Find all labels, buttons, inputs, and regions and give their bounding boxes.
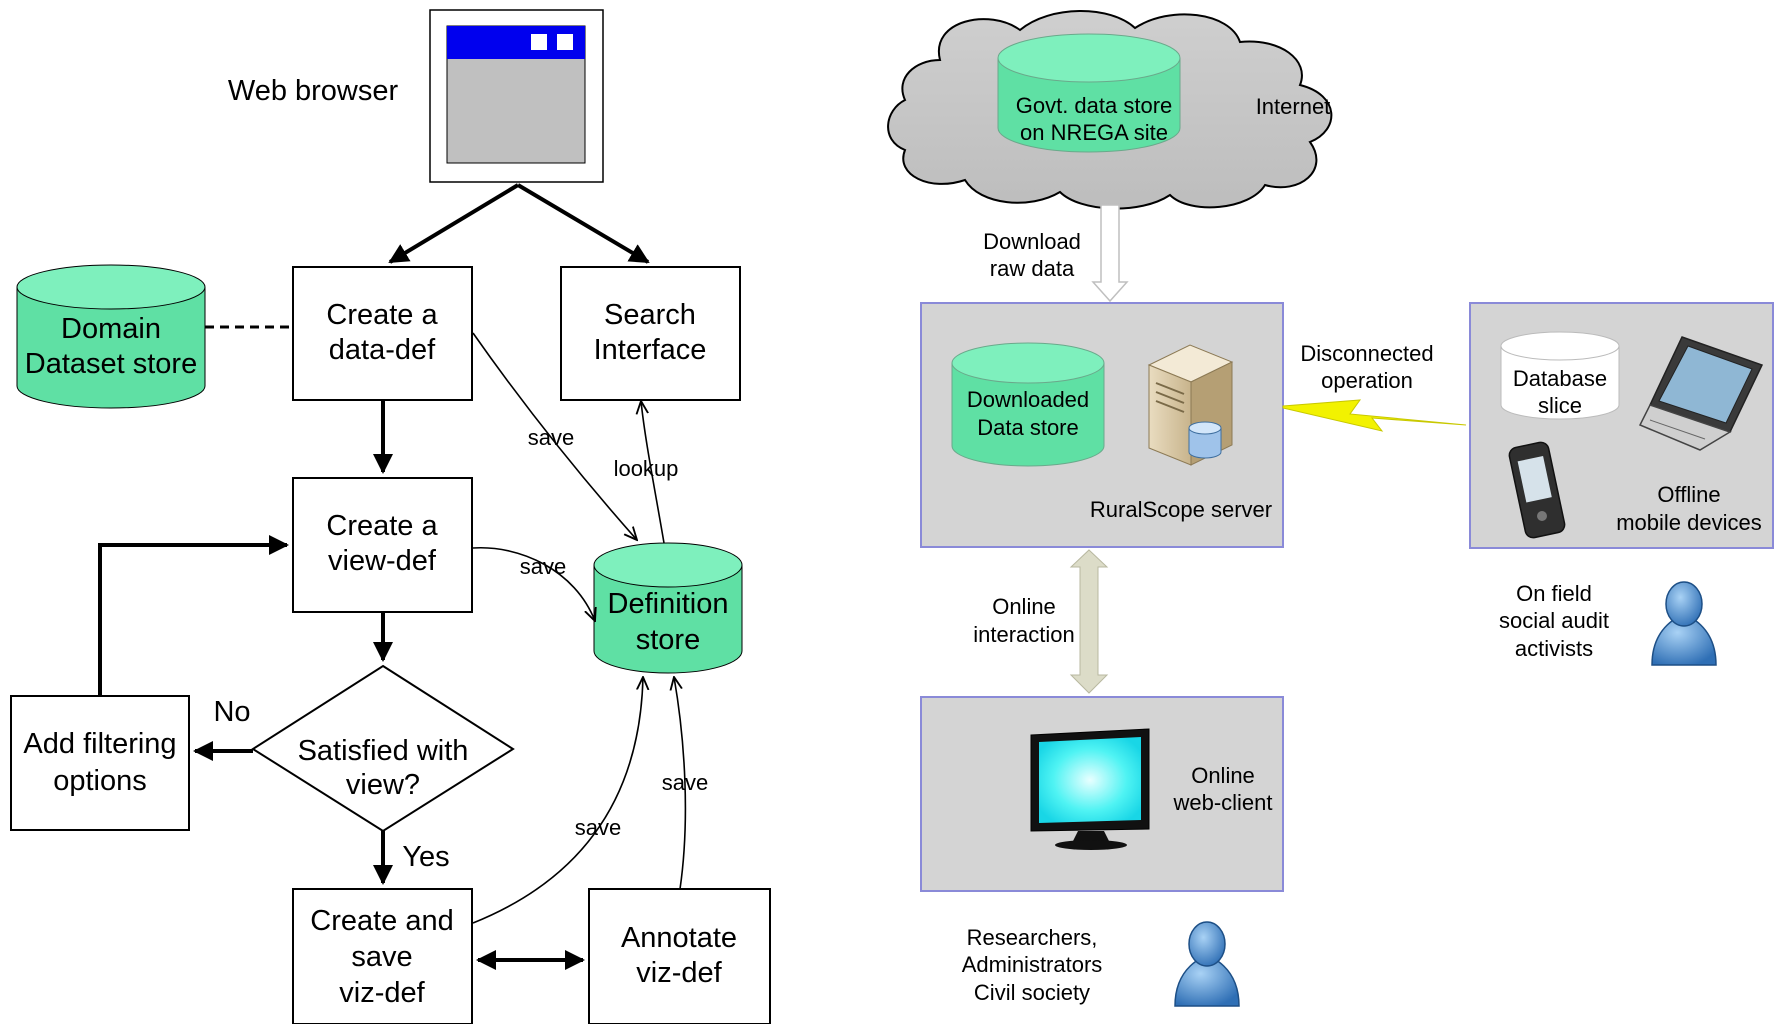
create-view-def-line1: Create a [326,510,438,542]
datadef-save-arrow [472,332,637,540]
viewdef-save-arrow [472,547,595,621]
annotate-viz-def-box: Annotate viz-def [588,888,771,1024]
create-save-viz-line2: save [351,941,412,973]
internet-cloud: Govt. data store on NREGA site Internet [887,10,1333,210]
annotate-viz-line1: Annotate [621,922,737,954]
mobile-phone-icon [1508,441,1566,539]
online-interaction-line1: Online [992,594,1056,619]
disconnected-line1: Disconnected [1300,341,1433,366]
web-client-line2: web-client [1172,790,1272,815]
satisfied-decision-diamond: Satisfied with view? [251,664,515,833]
online-web-client-panel: Online web-client [920,696,1284,892]
save-createviz-label: save [575,815,621,840]
add-filtering-line2: options [53,765,147,797]
create-view-def-line2: view-def [328,545,437,577]
ruralscope-server-label: RuralScope server [1090,497,1272,522]
search-interface-line1: Search [604,299,696,331]
save-viewdef-label: save [520,554,566,579]
web-client-line1: Online [1191,763,1255,788]
users-line1: Researchers, [967,925,1098,950]
create-data-def-line1: Create a [326,299,438,331]
create-save-viz-line1: Create and [310,905,454,937]
decision-line2: view? [346,769,420,801]
web-browser-icon [429,9,604,183]
disconnected-lightning-icon [1282,399,1467,432]
db-slice-line1: Database [1513,366,1607,391]
add-filtering-options-box: Add filtering options [10,695,190,831]
no-label: No [213,696,250,728]
yes-label: Yes [402,841,449,873]
definition-store-line1: Definition [608,588,729,620]
filtering-loop-arrow [98,535,289,696]
monitor-icon [1030,728,1150,850]
activists-line2: social audit [1499,608,1609,633]
govt-store-line2: on NREGA site [1020,120,1168,145]
create-save-viz-line3: viz-def [339,977,425,1009]
offline-mobile-panel: Database slice Offline mobile devices [1469,302,1774,549]
domain-dataset-store: Domain Dataset store [16,264,206,409]
online-interaction-arrow [1069,549,1109,694]
create-data-def-line2: data-def [329,334,436,366]
search-interface-box: Search Interface [560,266,741,401]
save-annotate-label: save [662,770,708,795]
govt-store-line1: Govt. data store [1016,93,1173,118]
server-tower-icon [1147,344,1234,466]
activists-line1: On field [1516,581,1592,606]
offline-label-line1: Offline [1657,482,1720,507]
online-interaction-line2: interaction [973,622,1075,647]
annotate-viz-line2: viz-def [636,957,722,989]
ruralscope-server-panel: Downloaded Data store RuralScope server [920,302,1284,548]
activist-person-icon [1651,581,1717,666]
create-view-def-box: Create a view-def [292,477,473,613]
annotate-save-arrow [674,677,687,890]
researcher-person-icon [1174,921,1240,1007]
web-browser-label: Web browser [228,75,399,107]
download-arrow [1091,204,1129,303]
disconnected-line2: operation [1321,368,1413,393]
downloaded-store-line2: Data store [977,415,1079,440]
definition-store-line2: store [636,624,700,656]
download-line2: raw data [990,256,1075,281]
domain-store-line2: Dataset store [25,348,197,380]
lookup-label: lookup [614,456,679,481]
users-line3: Civil society [974,980,1090,1005]
create-save-viz-def-box: Create and save viz-def [292,888,473,1024]
downloaded-store-line1: Downloaded [967,387,1089,412]
domain-store-line1: Domain [61,313,161,345]
browser-to-datadef-arrow [388,183,520,264]
decision-line1: Satisfied with [298,735,469,767]
activists-line3: activists [1515,636,1593,661]
lookup-arrow [641,401,665,544]
add-filtering-line1: Add filtering [23,728,176,760]
definition-store: Definition store [593,542,743,674]
users-line2: Administrators [962,952,1103,977]
create-data-def-box: Create a data-def [292,266,473,401]
laptop-icon [1638,336,1764,451]
search-interface-line2: Interface [594,334,707,366]
offline-label-line2: mobile devices [1616,510,1762,535]
save-datadef-label: save [528,425,574,450]
download-line1: Download [983,229,1081,254]
internet-label: Internet [1256,94,1331,119]
browser-to-search-arrow [516,183,650,264]
createviz-save-arrow [472,677,643,924]
db-slice-line2: slice [1538,393,1582,418]
